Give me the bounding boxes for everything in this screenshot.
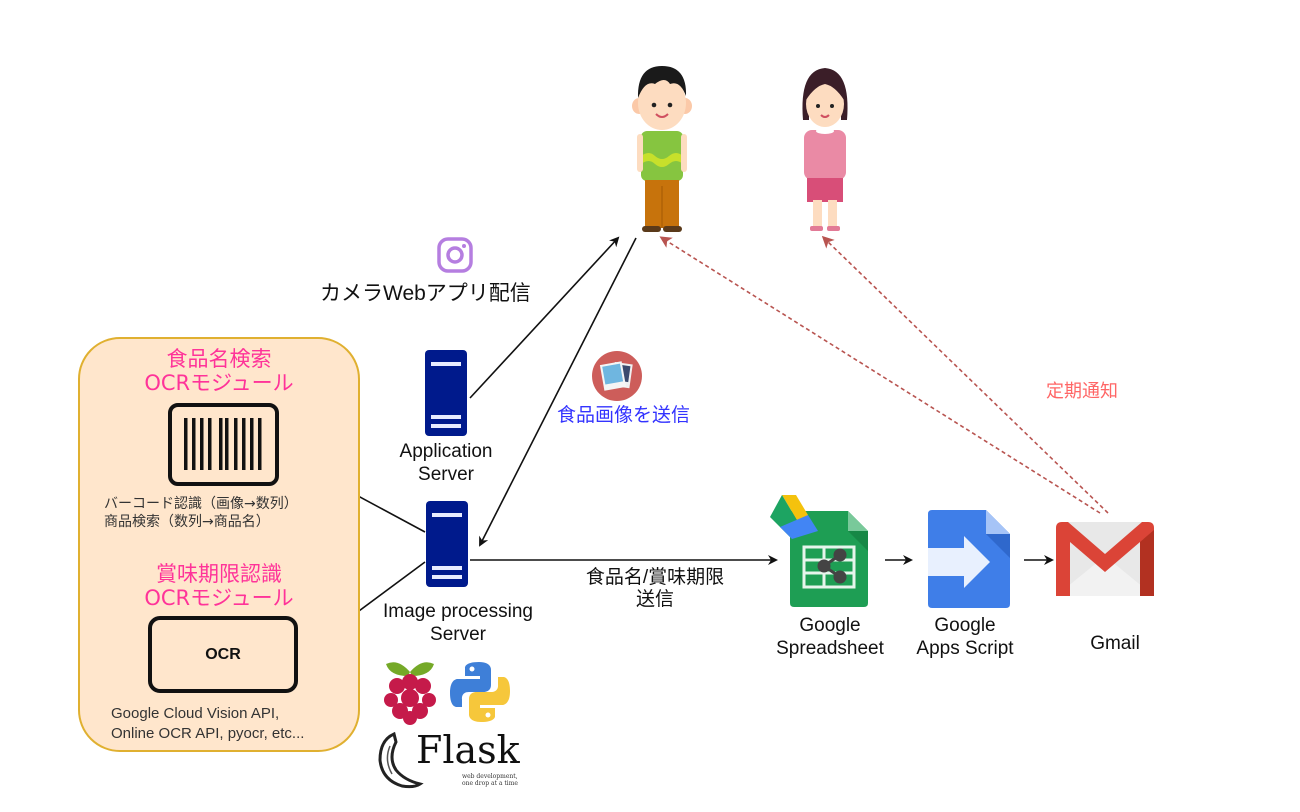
application-server-label-line1: Application xyxy=(399,441,493,462)
application-server-label-line2: Server xyxy=(418,463,474,485)
edge-label-periodic-notice: 定期通知 xyxy=(1046,381,1118,402)
google-apps-script-label: Google Apps Script xyxy=(905,615,1025,661)
barcode-module-box[interactable] xyxy=(168,403,279,486)
edge-label-send-food: 食品名/賞味期限 送信 xyxy=(560,567,750,611)
user-girl-icon xyxy=(802,68,848,231)
edge-label-send-image: 食品画像を送信 xyxy=(557,404,691,426)
google-spreadsheet-label: Google Spreadsheet xyxy=(765,615,895,661)
image-processing-server-label: Image processing Server xyxy=(362,601,554,647)
expiry-module-title-line1: 賞味期限認識 xyxy=(156,562,282,586)
gmail-icon[interactable] xyxy=(1054,520,1156,598)
camera-app-icon xyxy=(437,237,473,273)
image-processing-server-icon[interactable] xyxy=(425,500,469,588)
barcode-desc-line2: 商品検索（数列→商品名） xyxy=(104,513,270,530)
flask-horn-icon xyxy=(378,731,424,789)
edge-label-send-food-line2: 送信 xyxy=(635,588,674,610)
image-processing-server-label-line2: Server xyxy=(430,623,486,645)
google-apps-script-label-line2: Apps Script xyxy=(916,637,1014,659)
application-server-label: Application Server xyxy=(386,441,506,487)
edge-app-server-to-user xyxy=(469,236,620,399)
expiry-module-title: 賞味期限認識 OCRモジュール xyxy=(78,562,360,610)
user-boy-icon xyxy=(632,66,692,232)
edge-label-send-food-line1: 食品名/賞味期限 xyxy=(585,567,725,588)
google-spreadsheet-label-line1: Google xyxy=(799,615,861,636)
edge-gmail-to-girl-notice xyxy=(821,235,1109,514)
barcode-module-description: バーコード認識（画像→数列） 商品検索（数列→商品名） xyxy=(104,496,298,531)
gmail-label: Gmail xyxy=(1090,633,1140,654)
ocr-box-label: OCR xyxy=(205,645,241,663)
barcode-desc-line1: バーコード認識（画像→数列） xyxy=(104,496,298,512)
flask-tagline-line1: web development, xyxy=(462,773,518,780)
google-spreadsheet-icon[interactable] xyxy=(770,495,870,607)
expiry-module-title-line2: OCRモジュール xyxy=(144,586,294,611)
barcode-module-title: 食品名検索 OCRモジュール xyxy=(78,347,360,395)
flask-title: Flask xyxy=(416,728,520,772)
image-processing-server-label-line1: Image processing xyxy=(383,601,533,622)
edge-label-camera-app: カメラWebアプリ配信 xyxy=(320,282,531,305)
edge-user-to-image-server xyxy=(479,237,637,547)
python-icon xyxy=(450,662,510,722)
application-server-icon[interactable] xyxy=(424,349,468,437)
flask-tagline-line2: one drop at a time xyxy=(462,779,518,787)
expiry-module-description: Google Cloud Vision API, Online OCR API,… xyxy=(111,704,304,743)
flask-tagline: web development, one drop at a time xyxy=(462,773,518,787)
flask-logo: Flask web development, one drop at a tim… xyxy=(374,728,524,792)
ocr-box[interactable]: OCR xyxy=(148,616,298,693)
expiry-desc-line2: Online OCR API, pyocr, etc... xyxy=(111,724,305,742)
barcode-module-title-line2: OCRモジュール xyxy=(144,371,294,396)
expiry-desc-line1: Google Cloud Vision API, xyxy=(111,705,280,722)
edge-gmail-to-boy-notice xyxy=(659,236,1101,514)
raspberry-pi-icon xyxy=(384,662,436,725)
google-apps-script-label-line1: Google xyxy=(934,615,996,636)
barcode-module-title-line1: 食品名検索 xyxy=(166,347,272,371)
google-apps-script-icon[interactable] xyxy=(928,510,1010,608)
photo-send-icon xyxy=(592,351,642,401)
google-spreadsheet-label-line2: Spreadsheet xyxy=(776,637,884,659)
barcode-icon xyxy=(184,418,262,470)
